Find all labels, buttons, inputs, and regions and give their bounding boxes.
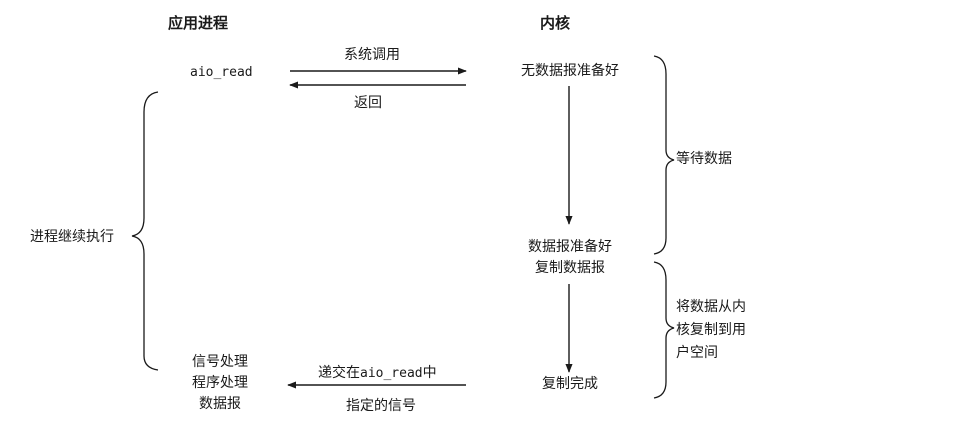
copy-complete-label: 复制完成 [542, 376, 598, 392]
app-process-header: 应用进程 [168, 14, 229, 32]
copy-to-user-brace [653, 261, 675, 399]
datagram-ready-label: 数据报准备好 [528, 239, 612, 255]
process-continues-label: 进程继续执行 [30, 229, 114, 245]
signal-handler-line-1: 信号处理 [192, 354, 248, 370]
aio-read-call-label: aio_read [190, 65, 253, 80]
deliver-aio-read: aio_read [360, 366, 423, 381]
wait-for-data-label: 等待数据 [676, 151, 732, 167]
kernel-header: 内核 [540, 14, 571, 32]
wait-for-data-brace [653, 55, 675, 255]
signal-handler-line-2: 程序处理 [192, 375, 248, 391]
copy-datagram-label: 复制数据报 [535, 260, 605, 276]
copy-phase-line-1: 将数据从内 [676, 299, 746, 315]
deliver-prefix: 递交在 [318, 365, 360, 381]
syscall-label: 系统调用 [344, 47, 400, 63]
copy-phase-line-2: 核复制到用 [676, 322, 746, 338]
copy-phase-line-3: 户空间 [676, 345, 718, 361]
deliver-signal-line-1: 递交在aio_read中 [318, 364, 437, 383]
process-continues-brace [131, 91, 159, 371]
return-label: 返回 [354, 95, 382, 111]
no-datagram-ready-label: 无数据报准备好 [521, 63, 619, 79]
deliver-suffix: 中 [422, 365, 437, 381]
deliver-signal-line-2: 指定的信号 [346, 398, 416, 414]
signal-handler-line-3: 数据报 [199, 396, 241, 412]
